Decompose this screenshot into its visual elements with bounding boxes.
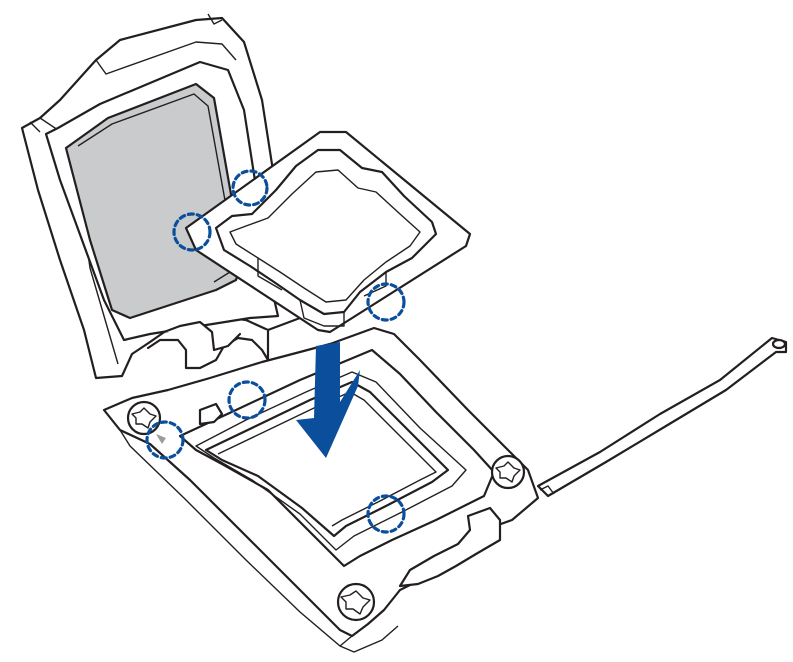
- pin1-triangle-icon: [156, 434, 166, 444]
- down-arrow-icon: [296, 342, 360, 458]
- alignment-marker-icon: [145, 420, 185, 460]
- alignment-marker-icon: [366, 282, 406, 322]
- lever-icon: [536, 336, 788, 498]
- alignment-marker-icon: [172, 212, 212, 252]
- alignment-marker-icon: [366, 494, 406, 534]
- alignment-marker-icon: [231, 169, 269, 207]
- alignment-marker-icon: [227, 380, 267, 420]
- cpu-icon: [184, 130, 472, 334]
- alignment-markers: [145, 169, 406, 534]
- screw-icon: [126, 400, 526, 622]
